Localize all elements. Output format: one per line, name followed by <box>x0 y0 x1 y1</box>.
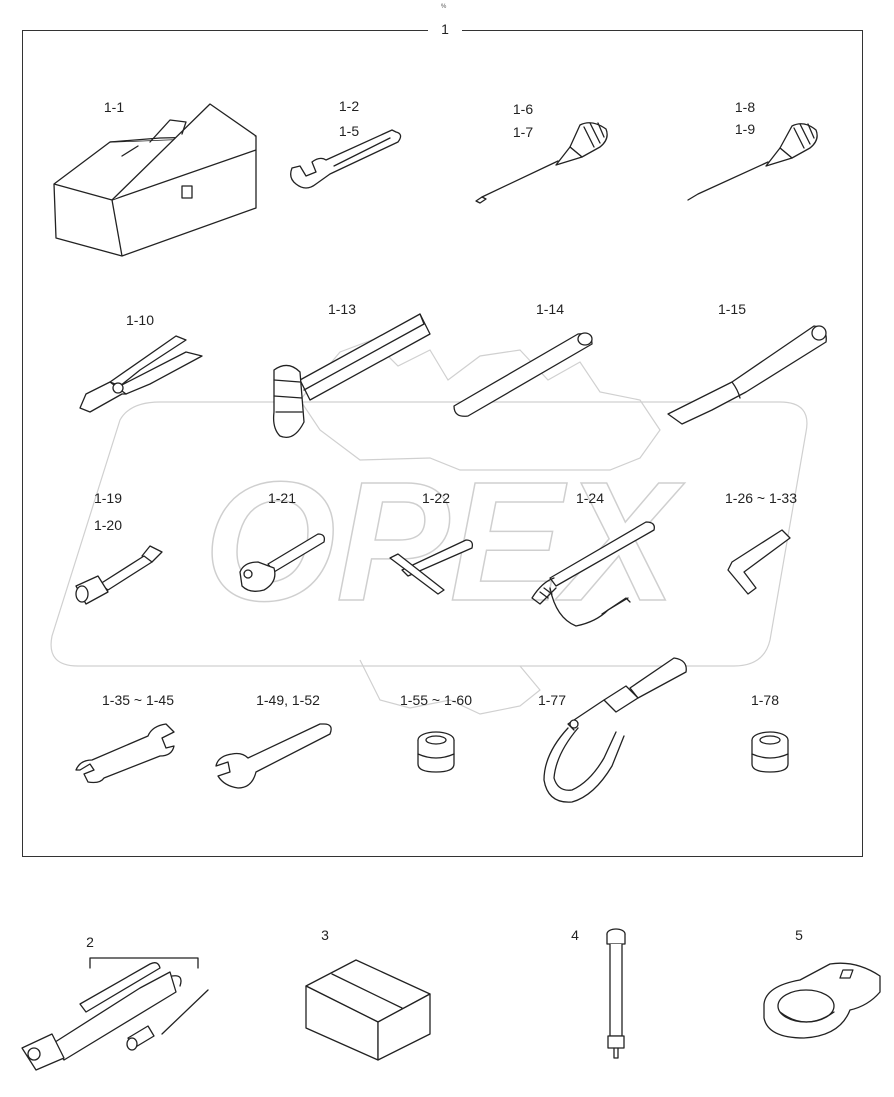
item-label: 1-20 <box>93 517 123 533</box>
pliers-icon <box>79 335 203 413</box>
item-label: 1-10 <box>125 312 155 328</box>
item-label: 1-5 <box>338 123 360 139</box>
grease-gun-icon <box>21 957 209 1071</box>
item-label: 1-14 <box>535 301 565 317</box>
item-label: 1-55 ~ 1-60 <box>400 692 472 708</box>
socket-icon <box>751 731 789 773</box>
toolbox-icon <box>53 103 257 257</box>
item-label: 1-8 <box>734 99 756 115</box>
kit-number-label: 1 <box>441 21 449 37</box>
box-icon <box>305 959 431 1061</box>
flat-screwdriver-icon <box>475 122 608 204</box>
item-label: 1-35 ~ 1-45 <box>102 692 174 708</box>
item-label: 1-19 <box>93 490 123 506</box>
item-label: 1-26 ~ 1-33 <box>725 490 797 506</box>
item-label: 1-13 <box>327 301 357 317</box>
ring-adapter-icon <box>763 962 881 1039</box>
item-label: 1-7 <box>512 124 534 140</box>
item-label: 1-77 <box>537 692 567 708</box>
item-label: 1-1 <box>103 99 125 115</box>
watermark-text: OPEX <box>204 447 685 637</box>
chain-wrench-icon <box>531 521 655 627</box>
item-label: 1-9 <box>734 121 756 137</box>
item-label: 3 <box>321 927 329 943</box>
hammer-icon <box>272 313 431 439</box>
long-bolt-icon <box>606 928 626 1059</box>
item-label: 1-6 <box>512 101 534 117</box>
item-label: 4 <box>571 927 579 943</box>
extension-bar-icon <box>75 545 163 605</box>
round-bar-icon <box>453 332 593 417</box>
item-label: 2 <box>86 934 94 950</box>
double-open-wrench-icon <box>75 723 175 784</box>
item-label: 1-49, 1-52 <box>256 692 320 708</box>
t-handle-icon <box>389 539 474 595</box>
item-label: 1-15 <box>717 301 747 317</box>
ratchet-handle-icon <box>239 533 326 592</box>
socket-icon <box>417 731 455 773</box>
phillips-screwdriver-icon <box>687 123 818 201</box>
item-label: 1-24 <box>575 490 605 506</box>
item-label: 1-2 <box>338 98 360 114</box>
tiny-mark: % <box>441 4 447 10</box>
item-label: 1-21 <box>267 490 297 506</box>
item-label: 5 <box>795 927 803 943</box>
item-label: 1-22 <box>421 490 451 506</box>
hex-key-icon <box>727 529 791 595</box>
pry-bar-icon <box>667 325 827 425</box>
adjustable-wrench-icon <box>290 129 402 189</box>
item-label: 1-78 <box>750 692 780 708</box>
single-open-wrench-icon <box>215 723 332 789</box>
strap-wrench-icon <box>543 657 687 803</box>
